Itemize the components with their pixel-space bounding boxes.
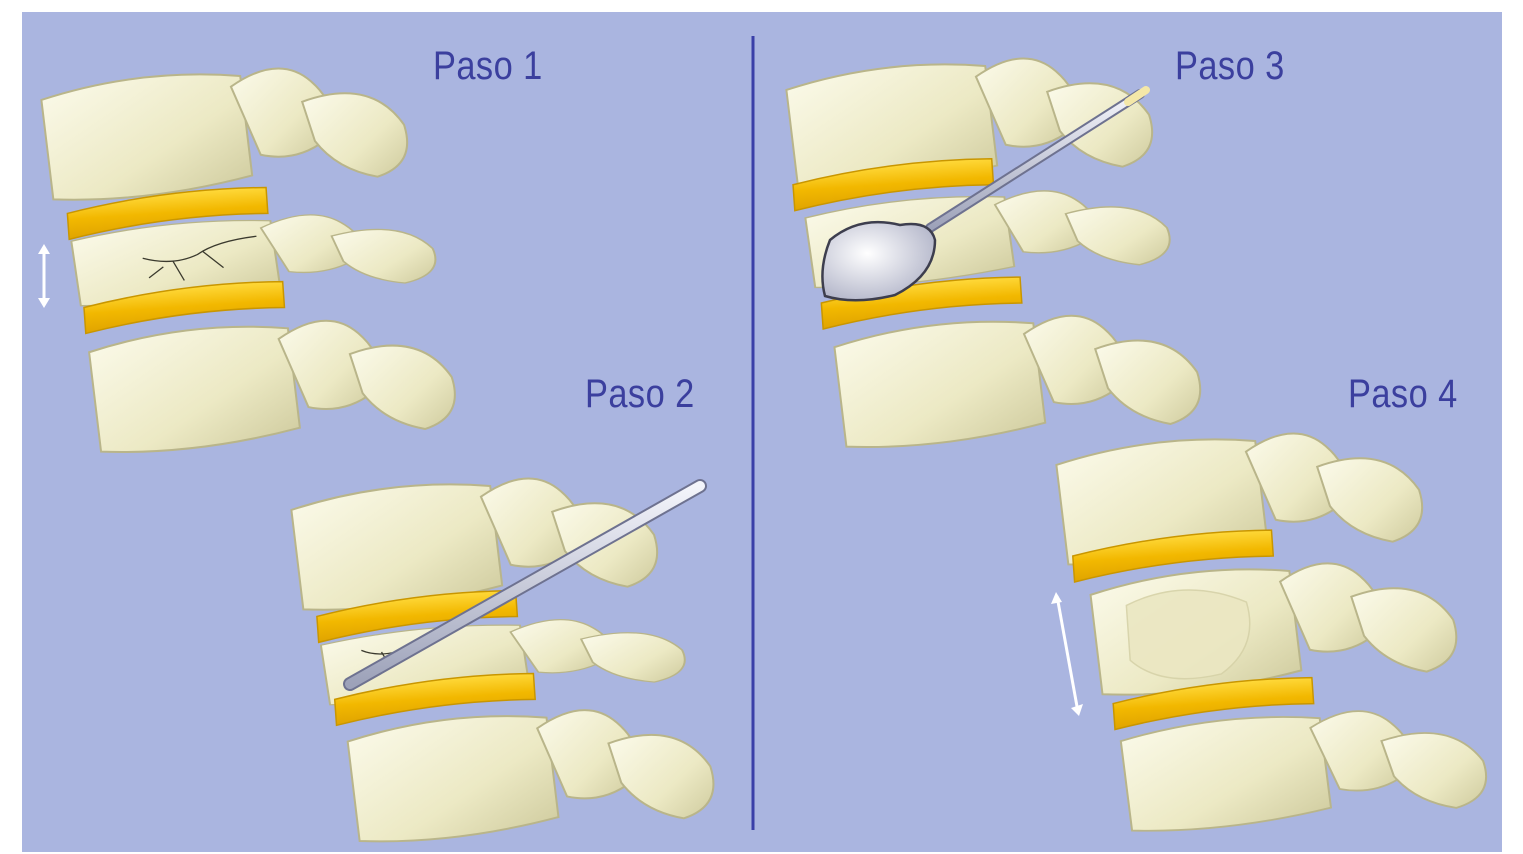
step-label-1: Paso 1 xyxy=(433,44,543,89)
step-label-4: Paso 4 xyxy=(1348,372,1458,417)
spine-step-2 xyxy=(290,466,716,847)
height-arrow-step-4 xyxy=(1051,592,1083,716)
step-label-2: Paso 2 xyxy=(585,372,695,417)
step-label-3: Paso 3 xyxy=(1175,44,1285,89)
spine-step-1 xyxy=(40,57,457,457)
height-arrow-step-1 xyxy=(38,244,50,308)
spine-step-4 xyxy=(1055,421,1488,837)
